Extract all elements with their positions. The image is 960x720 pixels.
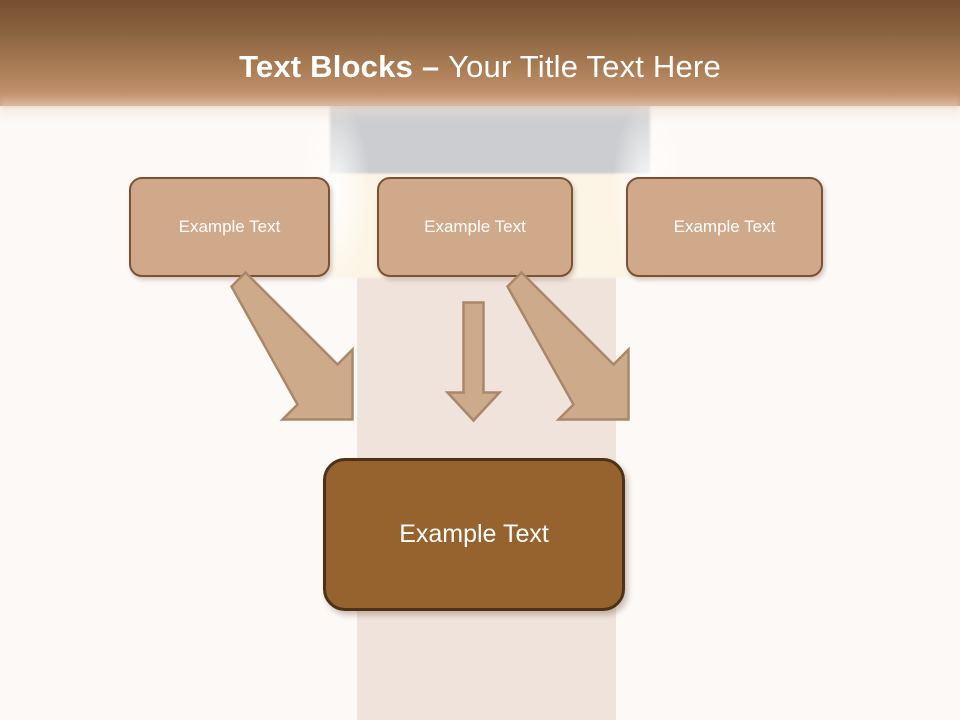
header-fade <box>0 96 960 122</box>
text-block-3-label: Example Text <box>673 217 776 236</box>
main-text-block[interactable]: Example Text <box>323 458 625 611</box>
text-block-2[interactable]: Example Text <box>377 177 573 277</box>
main-text-block-label: Example Text <box>399 520 549 548</box>
text-block-1[interactable]: Example Text <box>129 177 330 277</box>
page-title-bold: Text Blocks – <box>239 49 449 84</box>
page-title: Text Blocks – Your Title Text Here <box>0 48 960 86</box>
header-band <box>0 0 960 106</box>
page-title-light: Your Title Text Here <box>448 49 721 84</box>
text-block-1-label: Example Text <box>178 217 281 236</box>
text-block-3[interactable]: Example Text <box>626 177 823 277</box>
text-block-2-label: Example Text <box>424 217 526 236</box>
